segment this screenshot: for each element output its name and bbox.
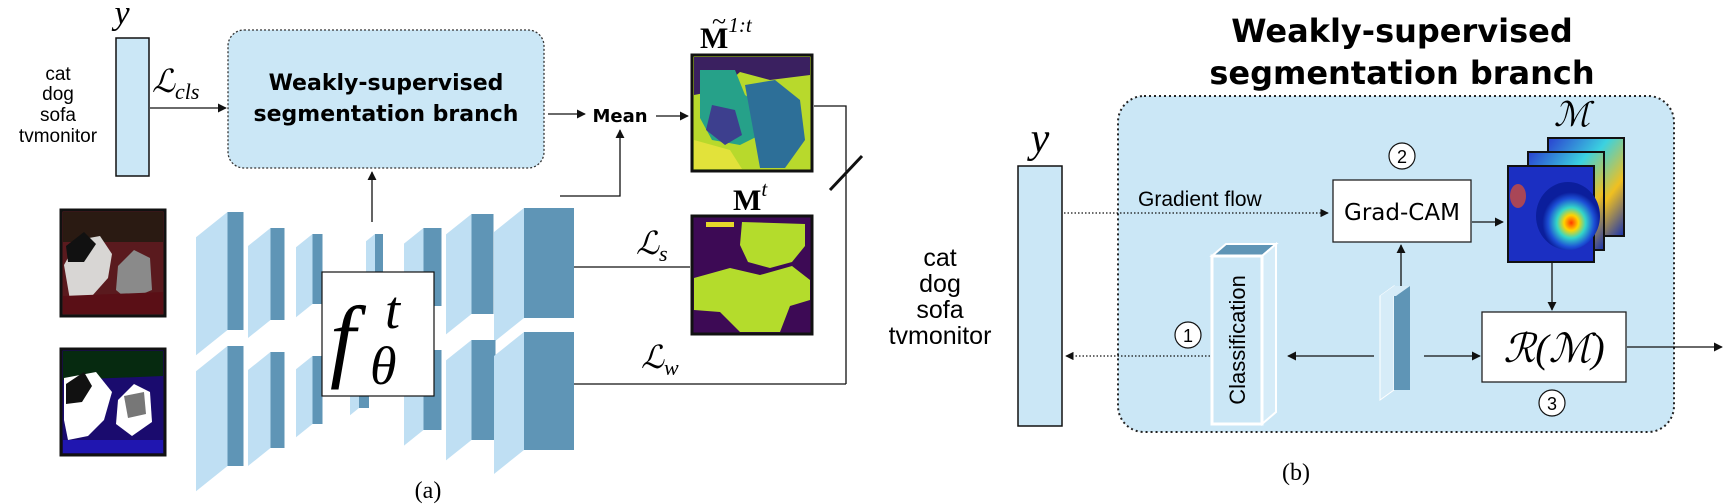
step-2-number: 2 xyxy=(1397,147,1407,167)
block-front xyxy=(227,212,244,330)
input-image-photo xyxy=(59,208,167,318)
caption-a: (a) xyxy=(415,478,442,504)
arrow-decoder-to-mean xyxy=(560,129,625,197)
block-front xyxy=(375,234,383,294)
label-y-a: y xyxy=(111,0,130,32)
block-front xyxy=(524,332,574,450)
step-3-number: 3 xyxy=(1547,394,1557,414)
title-b-line-2: segmentation branch xyxy=(1209,54,1594,92)
gt-mask-image xyxy=(690,214,814,336)
block-side xyxy=(446,214,472,335)
step-1-number: 1 xyxy=(1183,326,1193,346)
pseudo-mask-label: M1:t xyxy=(700,13,753,55)
step-3-circle xyxy=(1538,389,1566,417)
attention-maps xyxy=(1507,137,1625,263)
block-side xyxy=(494,208,524,342)
branch-title-line-1: Weakly-supervised xyxy=(269,71,504,96)
block-front xyxy=(471,340,496,440)
block-side xyxy=(494,332,524,474)
block-front xyxy=(312,356,323,424)
block-side xyxy=(196,346,228,492)
block-front xyxy=(312,234,323,304)
mean-label: Mean xyxy=(592,106,647,127)
classification-block xyxy=(1209,241,1279,427)
block-side xyxy=(248,352,271,466)
classification-label: Classification xyxy=(1225,275,1250,405)
loss-cls-label: ℒcls xyxy=(152,63,200,104)
input-image-masked xyxy=(59,347,167,457)
class-item: dog xyxy=(919,270,961,298)
stop-gradient-slash xyxy=(828,154,864,192)
model-sup: t xyxy=(385,280,402,340)
step-2-circle xyxy=(1388,142,1416,170)
gradcam-label: Grad-CAM xyxy=(1344,200,1460,226)
pseudo-mask-tilde: ~ xyxy=(712,7,726,36)
loss-w-label: ℒw xyxy=(641,339,679,380)
class-item: tvmonitor xyxy=(889,322,992,350)
gradcam-box xyxy=(1332,179,1472,243)
panel-a: y cat dog sofa tvmonitor ℒcls Weakly-sup… xyxy=(19,0,864,504)
block-front xyxy=(524,208,574,318)
label-y-b: y xyxy=(1027,116,1050,162)
title-b-line-1: Weakly-supervised xyxy=(1231,12,1573,50)
segmentation-branch-box xyxy=(227,29,545,169)
block-side xyxy=(248,228,271,338)
block-side xyxy=(196,212,228,356)
loss-s-label: ℒs xyxy=(636,225,668,266)
block-front xyxy=(471,214,494,314)
gt-mask-label: Mt xyxy=(733,177,768,217)
connector-mask-to-lw xyxy=(814,105,847,384)
block-side xyxy=(296,356,313,438)
class-item: dog xyxy=(42,84,74,105)
label-vector-b xyxy=(1017,165,1063,427)
feature-block-b xyxy=(1379,285,1410,401)
class-item: tvmonitor xyxy=(19,126,98,147)
block-side xyxy=(296,234,313,318)
model-box xyxy=(321,271,435,397)
class-item: cat xyxy=(45,64,71,85)
caption-b: (b) xyxy=(1282,460,1310,486)
model-sub: θ xyxy=(370,336,397,396)
class-item: sofa xyxy=(40,105,76,126)
gradient-flow-label: Gradient flow xyxy=(1138,188,1263,211)
label-vector-a xyxy=(115,37,150,177)
regularizer-box xyxy=(1481,311,1627,383)
panel-b: Weakly-supervised segmentation branch y … xyxy=(889,12,1723,486)
class-item: sofa xyxy=(916,296,963,324)
block-front xyxy=(270,352,285,448)
regularizer-label: ℛ(ℳ) xyxy=(1503,326,1604,371)
block-front xyxy=(270,228,285,320)
pseudo-mask-image xyxy=(690,53,814,173)
step-1-circle xyxy=(1174,321,1202,349)
maps-label: ℳ xyxy=(1554,97,1595,134)
block-front xyxy=(227,346,244,466)
branch-title-line-2: segmentation branch xyxy=(254,102,519,127)
class-item: cat xyxy=(923,244,956,272)
block-side xyxy=(446,340,472,461)
